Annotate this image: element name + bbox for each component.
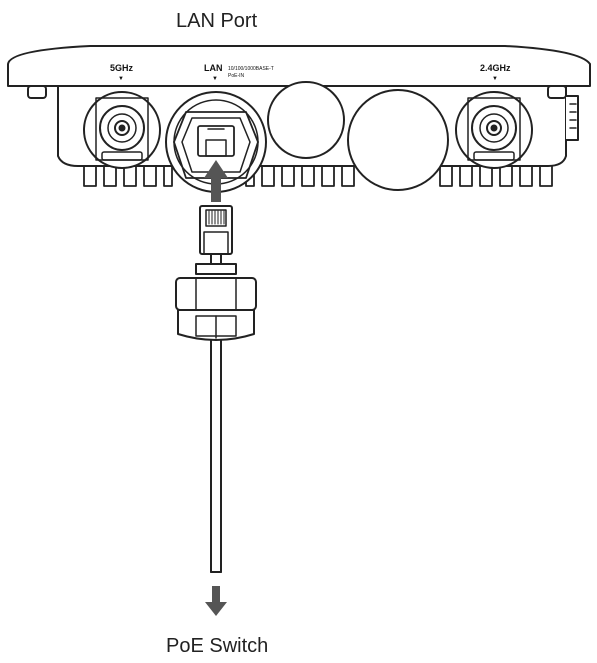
antenna-connector-2-4ghz — [455, 91, 533, 169]
lan-port — [165, 91, 267, 193]
ethernet-cable — [210, 339, 222, 573]
housing-lid — [7, 45, 591, 87]
rj45-connector-icon — [199, 205, 233, 255]
blank-port-1 — [267, 81, 345, 159]
cable-upper — [195, 253, 237, 275]
blank-port-2 — [347, 89, 449, 191]
marker-5ghz: ▼ — [118, 76, 124, 82]
arrow-down-icon — [205, 586, 227, 616]
marker-2-4ghz: ▼ — [492, 76, 498, 82]
label-2-4ghz: 2.4GHz — [480, 63, 511, 73]
cooling-fins — [83, 165, 553, 187]
side-latch — [565, 95, 579, 141]
lid-foot-left — [27, 85, 47, 99]
label-lan-poe: PoE-IN — [228, 73, 245, 79]
marker-lan: ▼ — [212, 76, 218, 82]
label-lan-spec: 10/100/1000BASE-T — [228, 66, 274, 72]
lan-port-title: LAN Port — [176, 10, 258, 32]
port-labels: 5GHz ▼ LAN 10/100/1000BASE-T PoE-IN ▼ 2.… — [110, 63, 511, 82]
poe-switch-label: PoE Switch — [166, 635, 269, 657]
arrow-up-icon — [204, 160, 228, 202]
cable-gland-icon — [175, 277, 257, 341]
label-5ghz: 5GHz — [110, 63, 134, 73]
label-lan: LAN — [204, 63, 223, 73]
lid-foot-right — [547, 85, 567, 99]
antenna-connector-5ghz — [83, 91, 161, 169]
